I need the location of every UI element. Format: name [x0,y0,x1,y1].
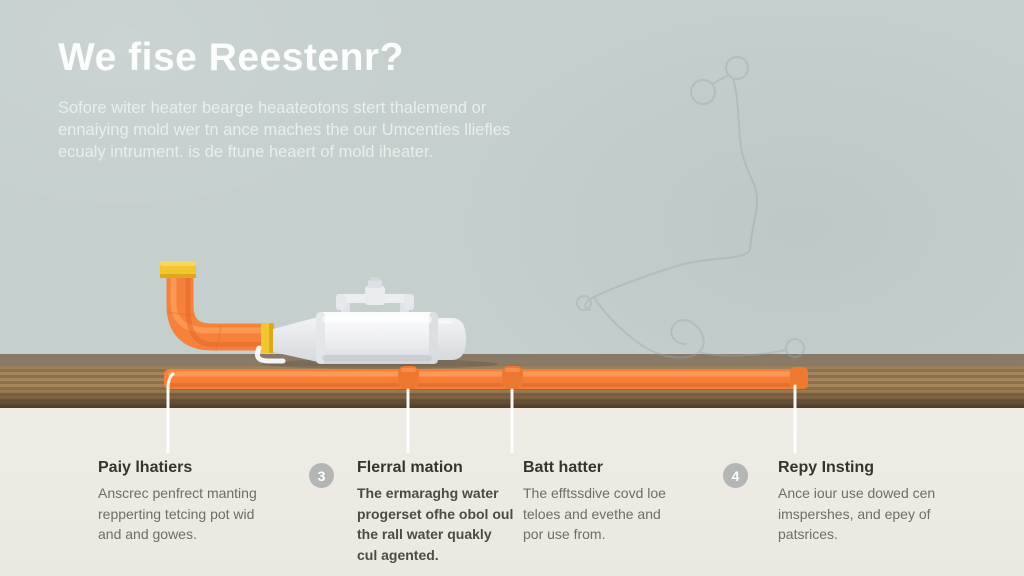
step-item-2: Flerral mation The ermaraghg water proge… [357,459,517,565]
wall-sketch-watermark-icon [576,56,805,359]
step-text-line: teloes and evethe and [523,505,661,522]
step-item-4: Repy Insting Ance iour use dowed cen ims… [778,459,953,545]
step-text-line: progerset ofhe obol oul [357,505,514,522]
step-text-line: cul agented. [357,546,439,563]
floor-pipe [164,366,808,389]
step-title: Paiy lhatiers [98,459,193,476]
page-subtitle: Sofore witer heater bearge heaateotons s… [58,97,510,163]
step-text-line: por use from. [523,526,606,542]
pipe-end-cap-icon [790,367,808,389]
step-text-line: imspershes, and epey of [778,505,931,522]
inline-heater-device-icon [273,277,466,364]
step-badge: 4 [723,463,748,488]
subtitle-line: Sofore witer heater bearge heaateotons s… [58,99,487,117]
wall-background [0,0,1024,410]
yellow-cap-icon [160,261,196,278]
step-text-line: Anscrec penfrect manting [98,485,257,501]
step-item-1: Paiy lhatiers Anscrec penfrect manting r… [98,459,273,545]
step-item-3: Batt hatter The efftssdive covd loe telo… [523,459,698,545]
valve-handle-icon [336,277,414,318]
page-title: We fise Reestenr? [58,36,404,79]
step-title: Batt hatter [523,459,604,476]
elbow-pipe-icon [160,261,274,353]
subtitle-line: ennaiying mold wer tn ance maches the ou… [58,121,511,139]
step-text-line: Ance iour use dowed cen [778,485,936,501]
step-text-line: patsrices. [778,526,838,542]
step-title: Repy Insting [778,459,875,476]
step-text-line: and and gowes. [98,526,197,542]
step-text-line: repperting tetcing pot wid [98,505,255,522]
yellow-flange-icon [261,323,274,353]
step-title: Flerral mation [357,459,463,476]
step-text-line: The efftssdive covd loe [523,485,666,501]
leader-lines [166,372,797,454]
step-text-line: the rall water quakly [357,526,492,542]
pipe-coupler-icon [398,366,419,389]
pipe-coupler-icon [502,366,523,389]
step-text-line: The ermaraghg water [357,485,499,501]
step-badge: 3 [309,463,334,488]
subtitle-line: ecualy intrument. is de ftune heaert of … [58,143,434,161]
